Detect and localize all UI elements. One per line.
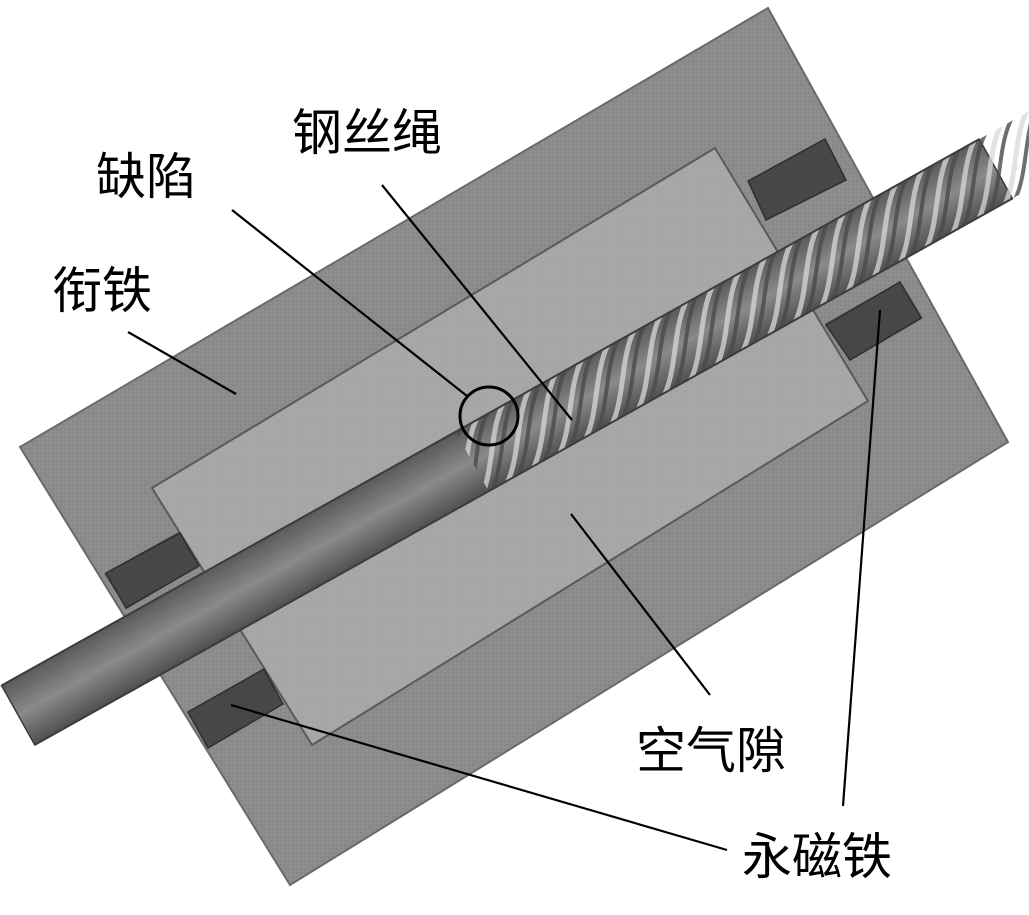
rope-strand-highlight	[845, 196, 873, 294]
defect-circle	[458, 385, 520, 447]
rope-strand-highlight	[714, 269, 742, 368]
rope-strand-highlight	[504, 387, 532, 485]
leader-magnet-left	[230, 703, 728, 852]
rope-strand-shadow	[934, 147, 961, 245]
rope-strand-shadow	[594, 337, 621, 435]
rope-strand-shadow	[515, 381, 542, 479]
rope-strand-highlight	[950, 138, 978, 236]
leader-defect	[231, 209, 468, 397]
rope-strand-shadow	[1013, 103, 1029, 201]
rope-strand-highlight	[688, 284, 716, 382]
rope-strand-shadow	[882, 176, 909, 274]
wire-rope	[0, 94, 1029, 746]
rope-strand-highlight	[557, 357, 585, 455]
rope-strand-shadow	[455, 425, 464, 492]
rope-strand-highlight	[661, 299, 689, 397]
rope-strand-highlight	[897, 167, 925, 265]
permanent-magnet-top-right	[747, 137, 848, 222]
leader-magnet-right	[841, 309, 882, 807]
rope-strand-highlight	[819, 211, 847, 309]
rope-strand-shadow	[830, 205, 857, 303]
rope-strand-shadow	[908, 161, 935, 259]
leader-armature	[127, 331, 237, 395]
rope-strand-shadow	[463, 410, 490, 492]
label-wire-rope: 钢丝绳	[292, 104, 442, 162]
rope-strand-highlight	[583, 343, 611, 441]
rope-strand-highlight	[1002, 108, 1029, 207]
rope-strand-shadow	[672, 293, 699, 391]
rope-strand-highlight	[766, 240, 794, 338]
rope-strand-shadow	[699, 278, 726, 376]
rope-strand-shadow	[646, 308, 673, 405]
rope-strand-shadow	[987, 117, 1014, 215]
rope-strand-highlight	[792, 226, 820, 324]
rope-strand-shadow	[777, 235, 804, 332]
rope-strand-highlight	[740, 255, 768, 353]
rope-strand-highlight	[923, 152, 951, 251]
permanent-magnet-bottom-left	[186, 667, 285, 750]
rope-strand-shadow	[725, 264, 752, 362]
rope-strand-highlight	[976, 123, 1004, 221]
rope-strand-highlight	[531, 372, 559, 470]
rope-strand-highlight	[871, 182, 899, 280]
label-air-gap: 空气隙	[636, 722, 786, 780]
rope-strand-highlight	[609, 328, 637, 426]
rope-strand-shadow	[489, 396, 516, 492]
rope-strand-shadow	[960, 132, 988, 230]
leader-air-gap	[570, 513, 711, 696]
rope-strand-shadow	[620, 322, 647, 420]
rope-strand-shadow	[803, 220, 830, 318]
leader-wire-rope	[381, 184, 573, 421]
permanent-magnet-bottom-right	[824, 280, 923, 362]
permanent-magnet-top-left	[104, 531, 201, 610]
rope-strand-shadow	[751, 249, 778, 347]
rope-strand-highlight	[635, 313, 663, 412]
label-defect: 缺陷	[96, 148, 196, 206]
label-armature: 衔铁	[52, 262, 152, 320]
rope-strand-shadow	[541, 366, 569, 464]
rope-strand-shadow	[568, 352, 595, 449]
label-permanent-magnet: 永磁铁	[742, 828, 892, 886]
rope-strand-shadow	[856, 191, 883, 288]
